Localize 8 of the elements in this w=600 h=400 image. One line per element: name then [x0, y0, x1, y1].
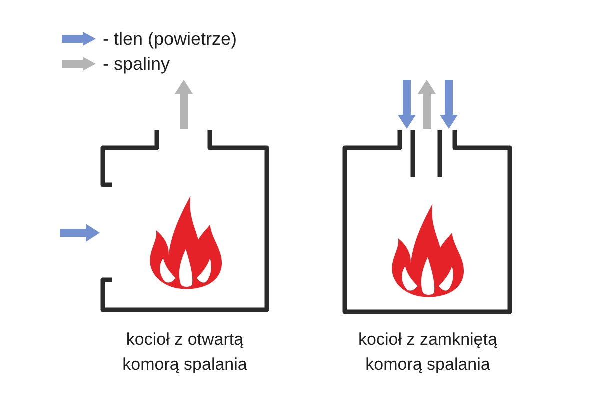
arrow: [440, 80, 458, 129]
arrow: [398, 80, 416, 129]
legend-text: - spaliny: [103, 54, 170, 74]
legend-text: - tlen (powietrze): [103, 29, 238, 49]
arrow: [60, 224, 100, 242]
boiler-caption: kocioł z otwartą komorą spalania: [122, 329, 248, 376]
arrow: [418, 80, 436, 129]
boiler-caption: kocioł z zamkniętą komorą spalania: [358, 329, 498, 376]
